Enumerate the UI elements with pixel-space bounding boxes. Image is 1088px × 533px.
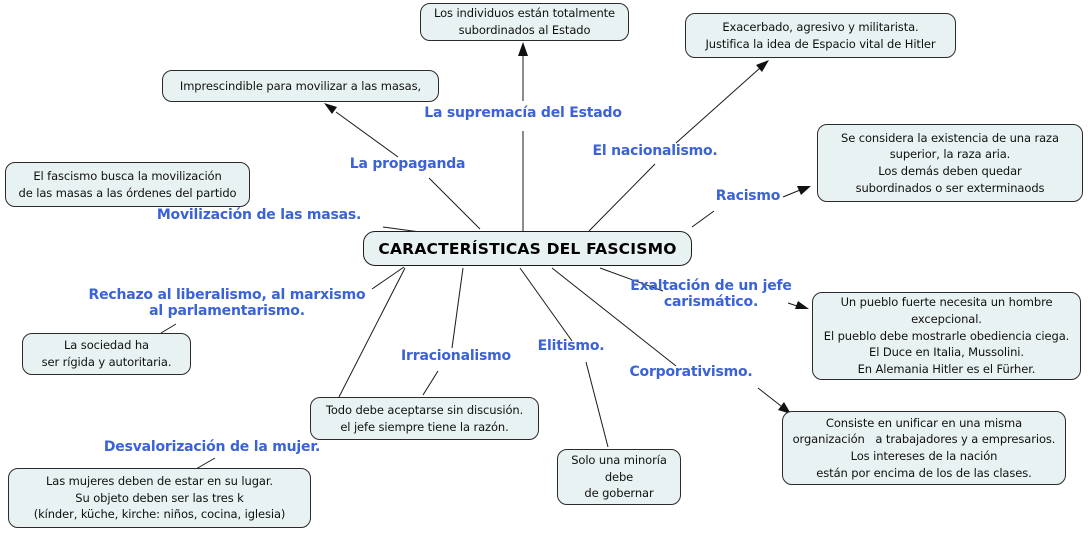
linking-label-rechazo[interactable]: Rechazo al liberalismo, al marxismo al p… [88, 287, 366, 319]
concept-box-individuos-estado[interactable]: Los individuos están totalmente subordin… [420, 3, 629, 41]
concept-box-unificar-organizacion[interactable]: Consiste en unificar en una misma organi… [782, 411, 1066, 485]
concept-box-raza-superior[interactable]: Se considera la existencia de una raza s… [817, 124, 1083, 202]
linking-label-supremacia[interactable]: La supremacía del Estado [424, 105, 622, 121]
linking-label-nacionalismo[interactable]: El nacionalismo. [592, 143, 718, 159]
concept-box-sociedad-rigida[interactable]: La sociedad ha ser rígida y autoritaria. [22, 333, 191, 375]
arrowhead-right [795, 301, 809, 309]
linking-label-propaganda[interactable]: La propaganda [349, 156, 466, 172]
arrowhead-up-right [756, 60, 769, 72]
concept-box-mujeres-tres-k[interactable]: Las mujeres deben de estar en su lugar. … [8, 468, 311, 528]
linking-label-corporativismo[interactable]: Corporativismo. [629, 364, 753, 380]
concept-box-jefe-carismatico[interactable]: Un pueblo fuerte necesita un hombre exce… [812, 292, 1081, 380]
concept-box-exacerbado-militarista[interactable]: Exacerbado, agresivo y militarista. Just… [685, 13, 956, 58]
concept-box-movilizacion-partido[interactable]: El fascismo busca la movilización de las… [5, 162, 250, 207]
arrowhead-right [797, 186, 811, 195]
linking-label-exaltacion[interactable]: Exaltación de un jefe carismático. [630, 278, 792, 310]
linking-label-racismo[interactable]: Racismo [715, 188, 781, 204]
arrowhead-up-left [324, 103, 337, 114]
linking-label-desvalorizacion[interactable]: Desvalorización de la mujer. [103, 439, 321, 455]
arrowhead-up [518, 42, 528, 56]
concept-box-sin-discusion[interactable]: Todo debe aceptarse sin discusión. el je… [310, 397, 539, 440]
linking-label-elitismo[interactable]: Elitismo. [537, 338, 605, 354]
concept-box-minoria-gobernar[interactable]: Solo una minoría debe de gobernar [557, 449, 681, 505]
concept-box-imprescindible-masas[interactable]: Imprescindible para movilizar a las masa… [162, 70, 439, 102]
linking-label-irracionalismo[interactable]: Irracionalismo [401, 348, 511, 364]
linking-label-movilizacion[interactable]: Movilización de las masas. [156, 207, 362, 223]
central-concept-box[interactable]: CARACTERÍSTICAS DEL FASCISMO [363, 231, 692, 266]
